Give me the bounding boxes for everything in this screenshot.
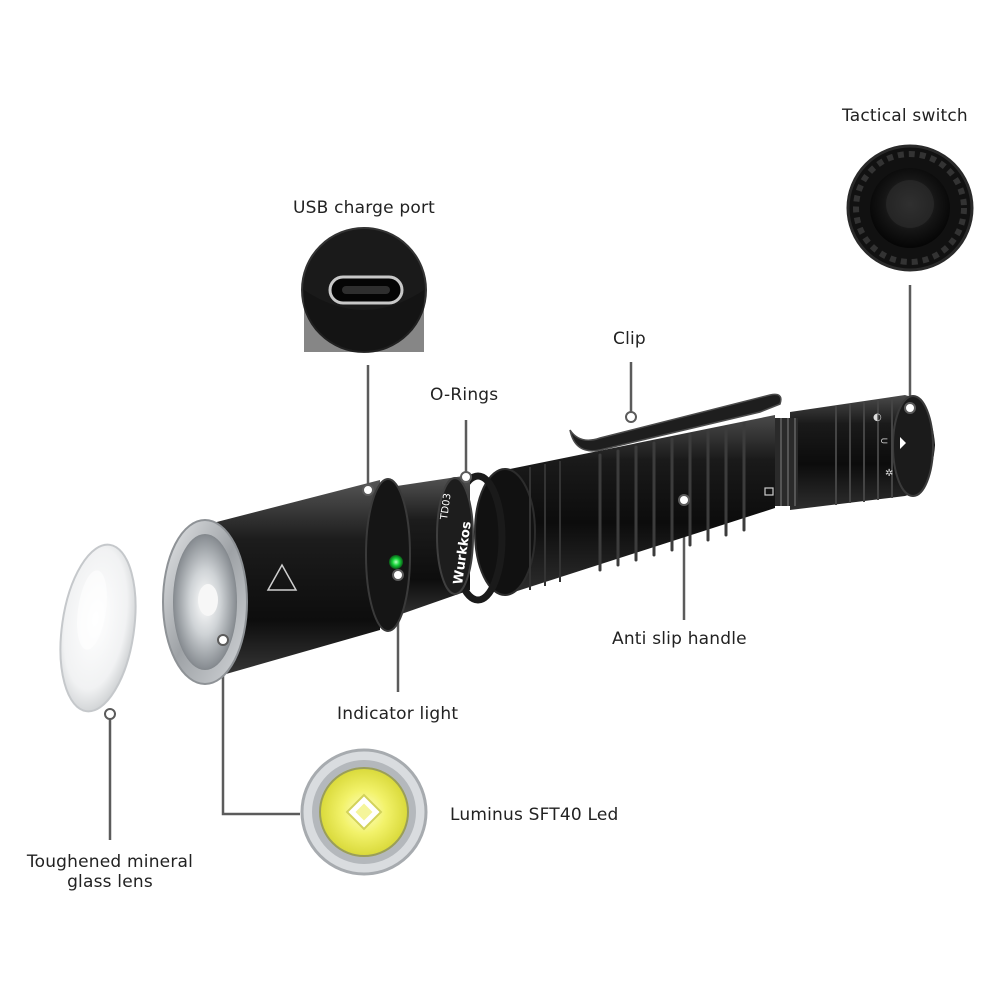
label-glass-lens-line1: Toughened mineral — [26, 852, 194, 872]
leader-led — [221, 640, 300, 816]
indicator-light-dot — [389, 555, 403, 569]
label-glass-lens-line2: glass lens — [67, 872, 153, 892]
dot-led — [217, 634, 229, 646]
body-tube-illustration — [474, 415, 775, 596]
label-anti-slip-handle: Anti slip handle — [612, 629, 747, 649]
dot-usb-port — [362, 484, 374, 496]
tail-cap-illustration: ◐ ⊂ ✲ — [790, 395, 935, 510]
dot-clip — [625, 411, 637, 423]
dot-indicator — [392, 569, 404, 581]
model-name: TD03 — [439, 493, 454, 522]
dot-o-rings — [460, 471, 472, 483]
flashlight-body-illustration: ◐ ⊂ ✲ — [162, 393, 935, 685]
label-clip: Clip — [613, 329, 646, 349]
label-o-rings: O-Rings — [430, 385, 499, 405]
label-tactical-switch: Tactical switch — [842, 106, 968, 126]
connector-dots — [104, 402, 916, 720]
glass-lens-illustration — [59, 543, 137, 713]
led-zoom — [300, 748, 428, 876]
dot-anti-slip — [678, 494, 690, 506]
head-illustration: Wurkkos TD03 — [162, 475, 475, 685]
usb-port-zoom — [301, 227, 427, 353]
dot-lens — [104, 708, 116, 720]
label-glass-lens: Toughened mineral glass lens — [22, 852, 198, 892]
label-indicator-light: Indicator light — [337, 704, 459, 724]
svg-text:⊂: ⊂ — [880, 436, 888, 447]
svg-text:◐: ◐ — [873, 412, 882, 423]
tactical-switch-zoom — [846, 144, 974, 272]
label-usb-charge-port: USB charge port — [293, 198, 436, 218]
dot-tactical-switch — [904, 402, 916, 414]
label-luminus-led: Luminus SFT40 Led — [450, 805, 619, 825]
clip-illustration — [569, 393, 782, 452]
svg-text:✲: ✲ — [885, 468, 893, 479]
